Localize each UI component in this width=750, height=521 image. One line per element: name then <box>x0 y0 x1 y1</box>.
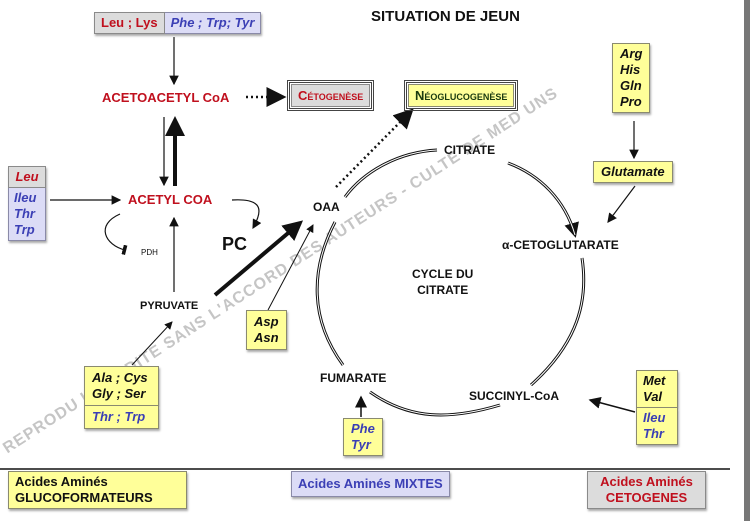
metabolite-oaa: OAA <box>313 200 340 214</box>
top-source-box: Leu ; Lys Phe ; Trp; Tyr <box>94 12 262 34</box>
pyruvate-gluco-aa: Ala ; Cys Gly ; Ser <box>84 366 159 406</box>
output-cetogenese-box: Cétogenèse <box>287 80 375 111</box>
succinyl-aa-box: Met Val Ileu Thr <box>636 370 678 445</box>
pyruvate-aa-box: Ala ; Cys Gly ; Ser Thr ; Trp <box>84 366 159 429</box>
aa-met: Met <box>643 373 666 388</box>
aa-val: Val <box>643 389 663 404</box>
legend-keto-line2: CETOGENES <box>605 490 688 505</box>
aa-asn: Asn <box>254 330 279 345</box>
output-cetogenese: Cétogenèse <box>291 84 371 107</box>
aa-phe: Phe <box>351 421 375 436</box>
akg-aa-box: Arg His Gln Pro <box>612 43 651 113</box>
cycle-label-line1: CYCLE DU <box>412 267 474 281</box>
aa-thr-2: Thr <box>643 426 664 441</box>
aa-trp: Trp <box>14 222 35 237</box>
metabolite-alpha-cetoglutarate: α-CETOGLUTARATE <box>502 238 619 252</box>
arrow-oaa-neoglucogenese <box>335 108 414 188</box>
left-ketogenic-aa: Leu <box>8 166 46 188</box>
aa-his: His <box>620 62 641 77</box>
arrow-ala-to-pyruvate <box>131 321 173 366</box>
page-title: SITUATION DE JEUN <box>371 8 520 25</box>
left-mixed-aa: Ileu Thr Trp <box>8 188 46 241</box>
cycle-label: CYCLE DU CITRATE <box>412 266 473 298</box>
aa-gly-ser: Gly ; Ser <box>92 386 146 401</box>
top-ketogenic-aa: Leu ; Lys <box>94 12 165 34</box>
arrow-asp-to-oaa <box>267 224 314 311</box>
legend-mixtes: Acides Aminés MIXTES <box>291 471 450 497</box>
metabolite-succinyl-coa: SUCCINYL-CoA <box>469 389 559 403</box>
aa-pro: Pro <box>620 94 642 109</box>
left-aa-box: Leu Ileu Thr Trp <box>8 166 46 241</box>
aa-ileu: Ileu <box>14 190 37 205</box>
aa-asp: Asp <box>254 314 279 329</box>
arrow-met-to-succinyl <box>588 396 636 413</box>
pyruvate-mixed-aa: Thr ; Trp <box>84 406 159 429</box>
aa-gln: Gln <box>620 78 642 93</box>
pdh-inhibition <box>104 213 128 255</box>
aa-tyr: Tyr <box>351 437 371 452</box>
fumarate-aa-box: Phe Tyr <box>343 418 383 456</box>
cycle-label-line2: CITRATE <box>417 283 469 297</box>
metabolite-citrate: CITRATE <box>444 143 496 157</box>
succinyl-gluco-aa: Met Val <box>636 370 678 408</box>
citric-cycle-arcs <box>315 148 586 417</box>
output-neoglucogenese-box: Néoglucogenèse <box>404 80 519 111</box>
top-mixed-aa: Phe ; Trp; Tyr <box>164 12 262 34</box>
aa-arg: Arg <box>620 46 643 61</box>
aa-thr: Thr <box>14 206 35 221</box>
output-neoglucogenese: Néoglucogenèse <box>408 84 515 107</box>
legend-keto-line1: Acides Aminés <box>600 474 693 489</box>
legend-gluco-line2: GLUCOFORMATEURS <box>15 490 153 505</box>
enzyme-pdh: PDH <box>141 248 158 257</box>
metabolite-acetyl-coa: ACETYL COA <box>128 192 213 207</box>
enzyme-pc: PC <box>222 234 248 254</box>
oaa-aa-box: Asp Asn <box>246 310 287 350</box>
metabolite-pyruvate: PYRUVATE <box>140 300 199 312</box>
aa-ala-cys: Ala ; Cys <box>92 370 148 385</box>
glutamate-box: Glutamate <box>593 161 673 183</box>
metabolite-fumarate: FUMARATE <box>320 371 387 385</box>
metabolite-acetoacetyl-coa: ACETOACETYL CoA <box>102 90 230 105</box>
aa-ileu-2: Ileu <box>643 410 666 425</box>
arrow-acetyl-to-pc <box>231 199 262 230</box>
arrow-glutamate-to-akg <box>607 185 636 223</box>
legend-gluco-line1: Acides Aminés <box>15 474 108 489</box>
window-edge <box>744 0 750 521</box>
succinyl-mixed-aa: Ileu Thr <box>636 408 678 445</box>
legend-cetogenes: Acides Aminés CETOGENES <box>587 471 706 509</box>
legend-glucoformateurs: Acides Aminés GLUCOFORMATEURS <box>8 471 187 509</box>
arrow-pyruvate-to-oaa <box>213 220 304 297</box>
